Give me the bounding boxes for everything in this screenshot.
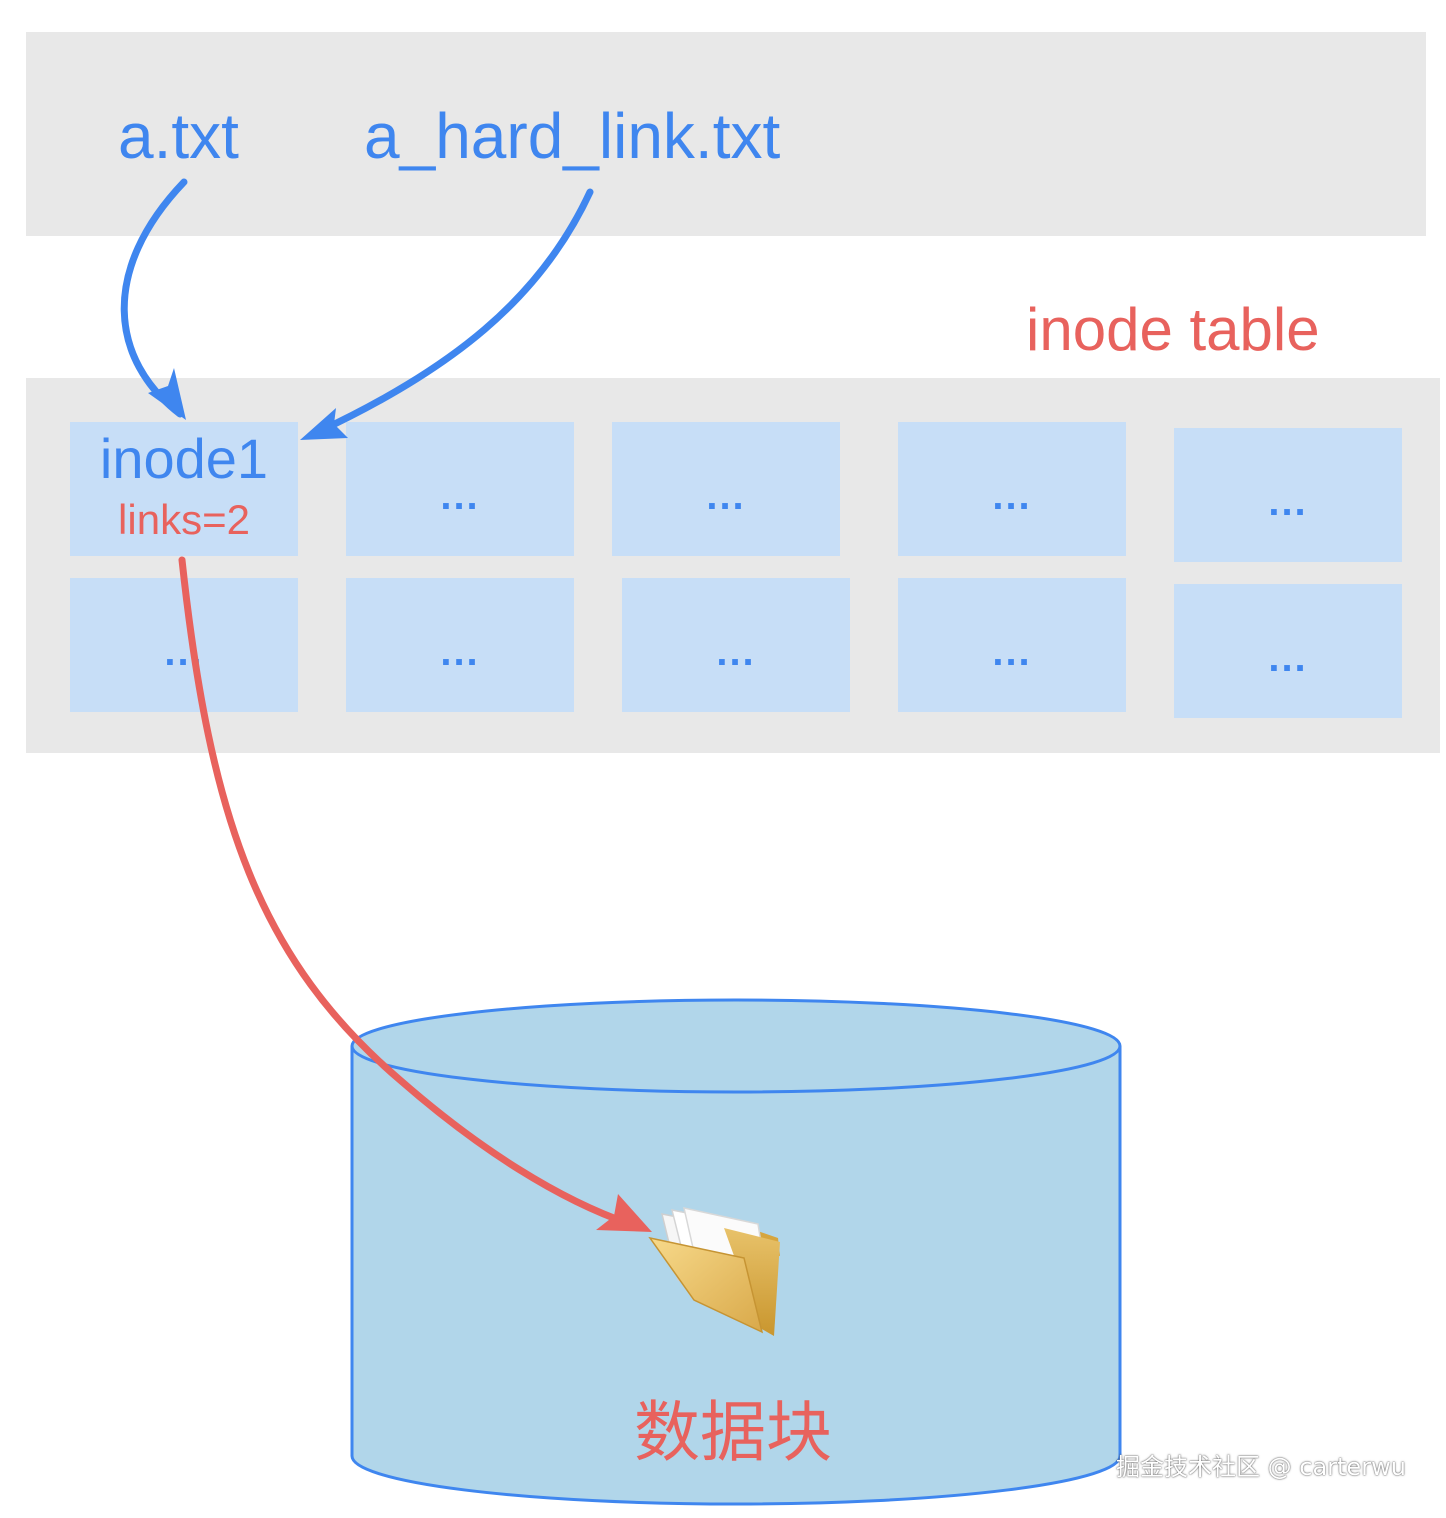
inode-cell: ...: [346, 422, 574, 556]
inode1-cell: inode1 links=2: [70, 422, 298, 556]
placeholder-dots: ...: [1268, 636, 1308, 680]
data-block-label: 数据块: [634, 1394, 832, 1471]
inode-cell: ...: [1174, 428, 1402, 562]
inode-cell: ...: [612, 422, 840, 556]
placeholder-dots: ...: [1268, 480, 1308, 524]
inode-cell: ...: [622, 578, 850, 712]
placeholder-dots: ...: [716, 630, 756, 674]
watermark: 掘金技术社区 @ carterwu: [1116, 1453, 1406, 1481]
inode1-links: links=2: [118, 496, 250, 543]
placeholder-dots: ...: [992, 474, 1032, 518]
inode-cell: ...: [70, 578, 298, 712]
file-a-label: a.txt: [118, 100, 239, 172]
inode-cell: ...: [898, 578, 1126, 712]
placeholder-dots: ...: [440, 630, 480, 674]
inode-cell: ...: [1174, 584, 1402, 718]
placeholder-dots: ...: [992, 630, 1032, 674]
placeholder-dots: ...: [164, 630, 204, 674]
file-hard-link-label: a_hard_link.txt: [364, 100, 781, 172]
inode1-name: inode1: [99, 427, 269, 490]
folder-icon: [648, 1207, 780, 1336]
directory-band: [26, 32, 1426, 236]
inode-table-label: inode table: [1026, 296, 1320, 363]
inode-cell: ...: [898, 422, 1126, 556]
placeholder-dots: ...: [706, 474, 746, 518]
inode-cell: ...: [346, 578, 574, 712]
placeholder-dots: ...: [440, 474, 480, 518]
